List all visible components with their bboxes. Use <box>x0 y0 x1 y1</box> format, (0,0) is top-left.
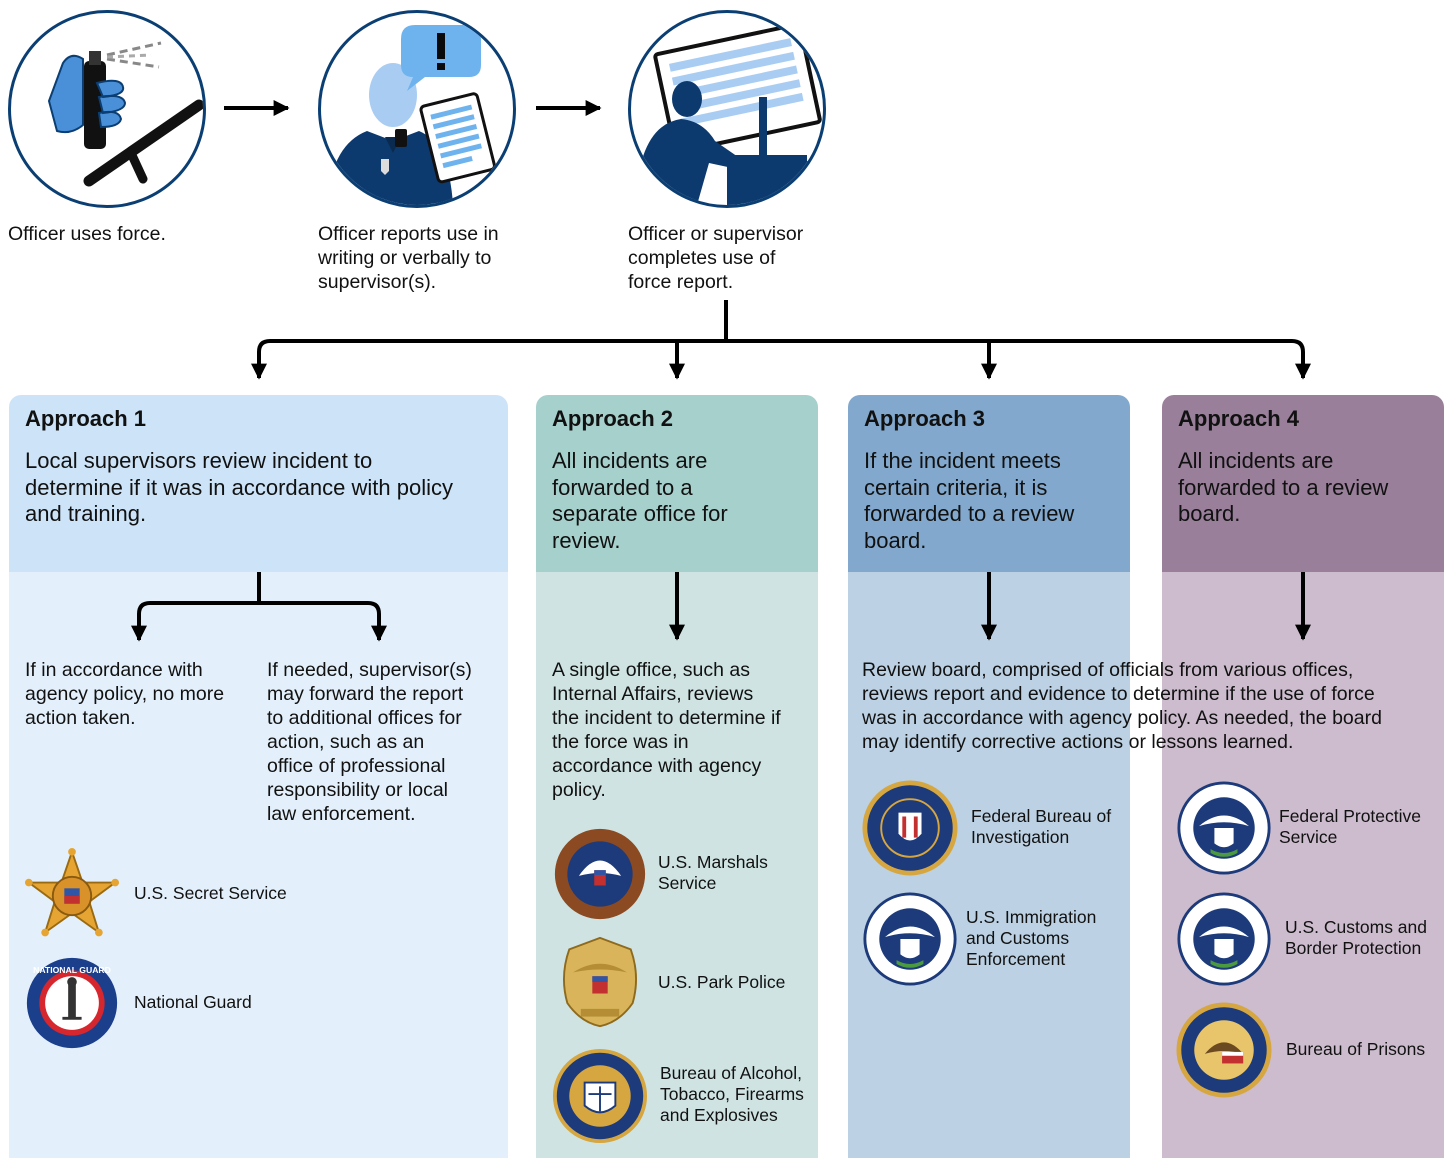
step-2-circle <box>318 10 516 208</box>
officer-report-icon <box>327 25 496 205</box>
secret-service-star-icon <box>24 848 120 937</box>
agency-ice: U.S. Immigration and Customs Enforcement <box>966 907 1097 969</box>
approach-3-description: If the incident meets certain criteria, … <box>864 448 1075 553</box>
computer-report-icon <box>635 22 823 205</box>
approach-3-title: Approach 3 <box>864 406 986 431</box>
dhs-seal-icon <box>1177 892 1271 986</box>
park-police-badge-icon <box>563 936 637 1028</box>
approach-2-description: All incidents are forwarded to a separat… <box>552 448 728 553</box>
approach-4-description: All incidents are forwarded to a review … <box>1178 448 1389 526</box>
approach-1-header: Approach 1 Local supervisors review inci… <box>9 395 508 572</box>
approach-1-outcome-no-action: If in accordance with agency policy, no … <box>25 659 225 729</box>
approach-1-panel: Approach 1 Local supervisors review inci… <box>9 395 508 1158</box>
step-1-text: Officer uses force. <box>8 223 166 245</box>
approach-1-body <box>9 572 508 1158</box>
approach-4-header: Approach 4 All incidents are forwarded t… <box>1162 395 1444 572</box>
pepper-spray-baton-icon <box>47 41 203 187</box>
agency-fbi: Federal Bureau of Investigation <box>971 806 1112 847</box>
step-1-circle <box>8 10 206 208</box>
national-guard-seal-icon: NATIONAL GUARD <box>26 957 118 1049</box>
agency-us-secret-service: U.S. Secret Service <box>134 883 287 903</box>
agency-federal-protective-service: Federal Protective Service <box>1279 806 1422 847</box>
svg-text:NATIONAL GUARD: NATIONAL GUARD <box>33 965 111 975</box>
doj-seal-icon <box>1176 1002 1272 1098</box>
us-marshals-seal-icon <box>554 828 646 920</box>
dhs-seal-icon <box>863 892 957 986</box>
approach-4-title: Approach 4 <box>1178 406 1300 431</box>
agency-cbp: U.S. Customs and Border Protection <box>1285 917 1427 958</box>
step-3-text: Officer or supervisor completes use of f… <box>628 223 804 293</box>
agency-national-guard: National Guard <box>134 992 252 1012</box>
approach-4-panel: Approach 4 All incidents are forwarded t… <box>1162 395 1444 1158</box>
approach-1-title: Approach 1 <box>25 406 147 431</box>
agency-us-park-police: U.S. Park Police <box>658 972 786 992</box>
agency-atf: Bureau of Alcohol, Tobacco, Firearms and… <box>660 1063 804 1125</box>
step-2-text: Officer reports use in writing or verbal… <box>318 223 499 293</box>
approach-1-description: Local supervisors review incident to det… <box>25 448 453 526</box>
agency-bureau-of-prisons: Bureau of Prisons <box>1286 1039 1426 1059</box>
approach-2-header: Approach 2 All incidents are forwarded t… <box>536 395 818 572</box>
approach-2-outcome: A single office, such as Internal Affair… <box>552 659 781 801</box>
approach-3-panel: Approach 3 If the incident meets certain… <box>848 395 1130 1158</box>
step-3-circle <box>628 10 826 208</box>
atf-seal-icon <box>552 1048 648 1144</box>
agency-us-marshals-service: U.S. Marshals Service <box>658 852 768 893</box>
fbi-seal-icon <box>862 780 958 876</box>
branch-connector <box>251 300 1311 380</box>
approach-3-header: Approach 3 If the incident meets certain… <box>848 395 1130 572</box>
dhs-seal-icon <box>1177 781 1271 875</box>
review-board-outcome: Review board, comprised of officials fro… <box>862 659 1382 753</box>
approach-2-title: Approach 2 <box>552 406 674 431</box>
approach-2-panel: Approach 2 All incidents are forwarded t… <box>536 395 818 1158</box>
approach-1-outcome-forward: If needed, supervisor(s) may forward the… <box>267 659 472 825</box>
